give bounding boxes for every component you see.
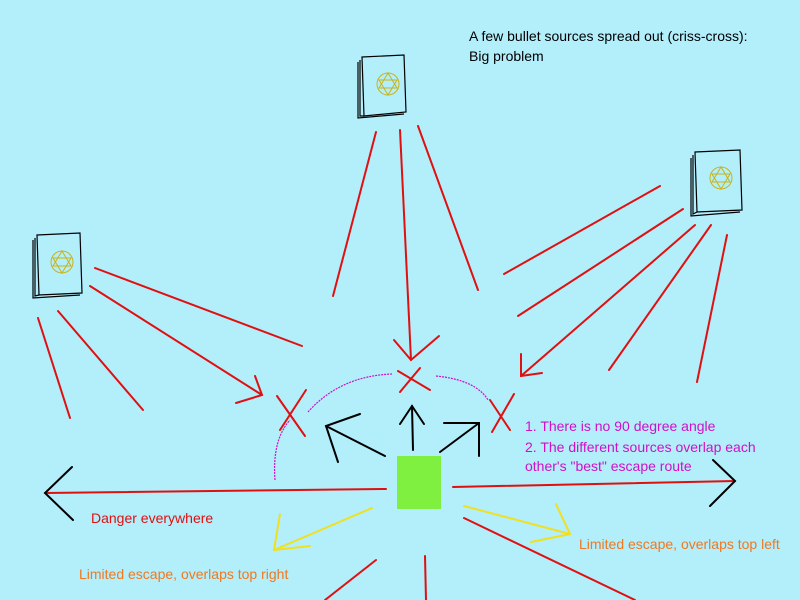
bullet-source-icon — [690, 149, 743, 217]
bullet-line — [503, 185, 661, 275]
danger-label: Danger everywhere — [91, 510, 214, 526]
red-x-icon — [489, 393, 515, 433]
limited-escape-arrows — [272, 503, 572, 552]
arc — [307, 373, 393, 413]
arrowhead — [393, 335, 440, 362]
bullet-line — [517, 208, 684, 317]
bullet-line — [57, 310, 144, 411]
horizontal-arrowheads — [43, 459, 737, 521]
arrowhead — [43, 466, 74, 521]
escape-arrows — [324, 404, 480, 463]
escape-arcs — [273, 373, 489, 481]
limited-escape-left-label: Limited escape, overlaps top right — [79, 566, 289, 582]
heading-line-2: Big problem — [469, 48, 544, 64]
bullet-lines — [37, 125, 736, 600]
bullet-line — [94, 267, 303, 347]
arrowhead — [235, 375, 264, 404]
bullet-line — [399, 129, 412, 361]
limited-escape-right-label: Limited escape, overlaps top left — [579, 536, 780, 552]
escape-arrow-up-left — [324, 413, 386, 463]
arrowhead — [709, 459, 737, 507]
bullet-source-icon — [32, 232, 83, 299]
bullet-line — [424, 555, 427, 600]
bullet-line — [452, 480, 736, 488]
note-2a: 2. The different sources overlap each — [525, 439, 756, 455]
bullet-source-icon — [357, 54, 407, 119]
red-x-icon — [397, 367, 431, 393]
bullet-line — [44, 488, 387, 494]
escape-arrow-up-right — [439, 422, 480, 457]
bullet-line — [417, 125, 479, 291]
bullet-line — [89, 285, 263, 396]
bullet-line — [37, 317, 71, 419]
escape-arrow-up — [399, 404, 425, 451]
heading-line-1: A few bullet sources spread out (criss-c… — [469, 28, 748, 44]
limited-escape-arrow-left — [272, 507, 373, 552]
bullet-line — [463, 517, 636, 600]
arc — [273, 419, 291, 481]
note-2b: other's "best" escape route — [525, 458, 692, 474]
bullet-line — [696, 234, 728, 383]
bullet-arrowheads — [235, 335, 543, 404]
arrowhead — [520, 353, 543, 378]
player-square-icon — [397, 456, 441, 509]
red-x-icon — [276, 389, 307, 437]
arc — [435, 375, 489, 401]
note-1: 1. There is no 90 degree angle — [525, 418, 716, 434]
bullet-line — [608, 224, 712, 371]
limited-escape-arrow-right — [463, 503, 572, 543]
bullet-line — [520, 224, 696, 377]
bullet-line — [324, 559, 377, 600]
bullet-line — [332, 131, 377, 297]
